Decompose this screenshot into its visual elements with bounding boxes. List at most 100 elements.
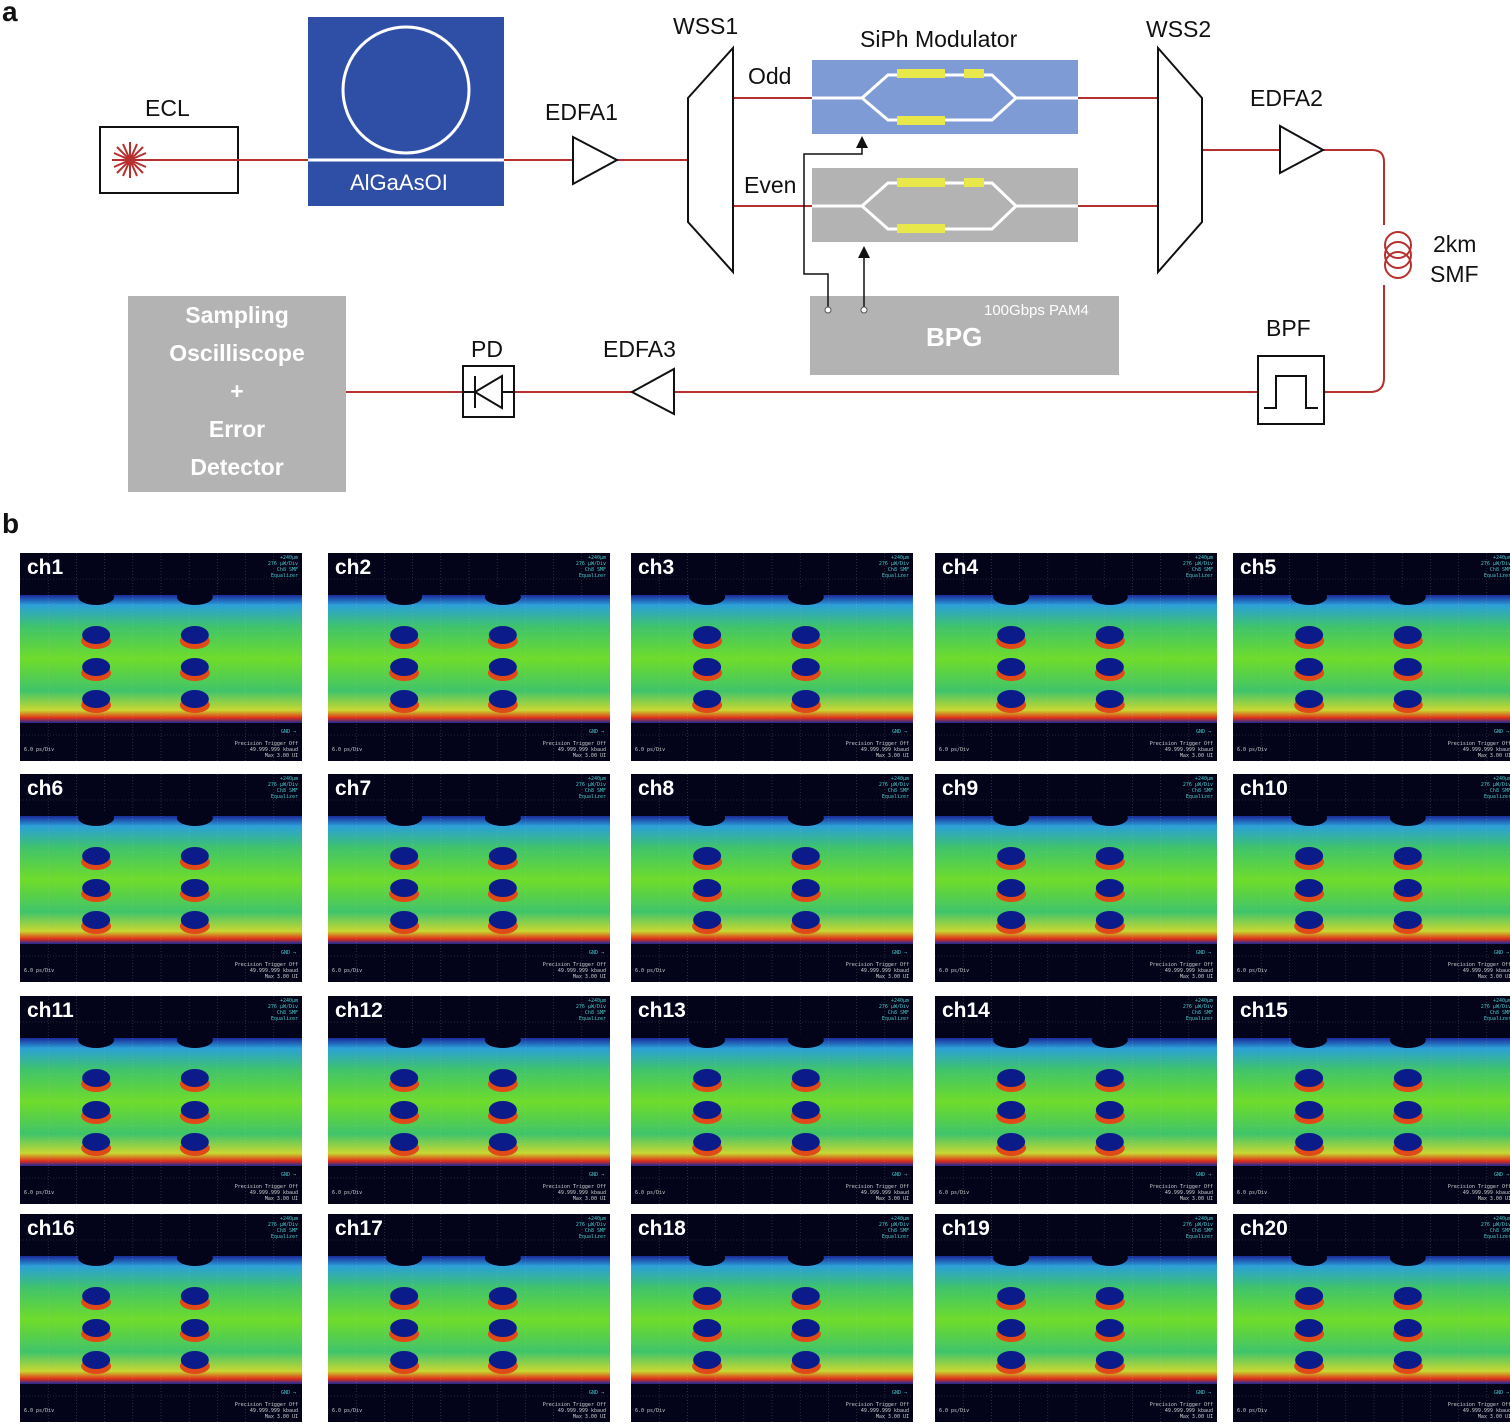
channel-label: ch1 xyxy=(27,556,64,579)
ecl-label: ECL xyxy=(145,95,190,121)
channel-label: ch20 xyxy=(1240,1217,1288,1240)
scope-hud-bottom-left: 6.0 ps/Div xyxy=(939,968,970,974)
scope-gnd-marker: GND → xyxy=(280,1172,296,1178)
scope-hud-top-right: +240µm 276 µW/Div Ch8 SMF Equalizer xyxy=(1480,555,1510,579)
scope-hud-bottom-right: Precision Trigger Off 49.999.999 kbaud M… xyxy=(234,741,298,759)
scope-hud-bottom-right: Precision Trigger Off 49.999.999 kbaud M… xyxy=(542,741,606,759)
scope-line-4: Error xyxy=(208,416,266,442)
rf-drive-lines xyxy=(803,136,870,308)
scope-gnd-marker: GND → xyxy=(891,1390,907,1396)
edfa1-amplifier-icon xyxy=(572,135,620,186)
scope-hud-bottom-right: Precision Trigger Off 49.999.999 kbaud M… xyxy=(1447,741,1510,759)
edfa2-amplifier-icon xyxy=(1279,124,1326,175)
scope-hud-top-right: +240µm 276 µW/Div Ch8 SMF Equalizer xyxy=(575,1216,606,1240)
oscilloscope-box xyxy=(128,296,346,492)
scope-hud-bottom-left: 6.0 ps/Div xyxy=(1237,968,1268,974)
scope-hud-bottom-right: Precision Trigger Off 49.999.999 kbaud M… xyxy=(234,1184,298,1202)
scope-hud-bottom-right: Precision Trigger Off 49.999.999 kbaud M… xyxy=(1149,1184,1213,1202)
scope-hud-top-right: +240µm 276 µW/Div Ch8 SMF Equalizer xyxy=(267,776,298,800)
scope-hud-top-right: +240µm 276 µW/Div Ch8 SMF Equalizer xyxy=(1480,998,1510,1022)
scope-hud-top-right: +240µm 276 µW/Div Ch8 SMF Equalizer xyxy=(267,998,298,1022)
scope-hud-bottom-right: Precision Trigger Off 49.999.999 kbaud M… xyxy=(542,962,606,980)
edfa3-label: EDFA3 xyxy=(603,336,676,362)
photodiode-icon xyxy=(462,365,515,418)
scope-hud-bottom-left: 6.0 ps/Div xyxy=(635,1190,666,1196)
fiber-lines xyxy=(130,97,1385,393)
scope-hud-top-right: +240µm 276 µW/Div Ch8 SMF Equalizer xyxy=(878,998,909,1022)
even-label: Even xyxy=(744,172,797,198)
channel-label: ch7 xyxy=(335,777,372,800)
microring-icon xyxy=(341,25,471,155)
scope-gnd-marker: GND → xyxy=(1493,1390,1509,1396)
bpg-port-1 xyxy=(824,306,832,314)
scope-hud-bottom-right: Precision Trigger Off 49.999.999 kbaud M… xyxy=(1447,962,1510,980)
scope-hud-bottom-right: Precision Trigger Off 49.999.999 kbaud M… xyxy=(1149,1402,1213,1420)
scope-gnd-marker: GND → xyxy=(1195,950,1211,956)
scope-hud-bottom-left: 6.0 ps/Div xyxy=(332,1408,363,1414)
scope-hud-bottom-right: Precision Trigger Off 49.999.999 kbaud M… xyxy=(234,1402,298,1420)
edfa3-amplifier-icon xyxy=(629,367,675,416)
scope-gnd-marker: GND → xyxy=(1493,950,1509,956)
channel-label: ch5 xyxy=(1240,556,1277,579)
wss2-label: WSS2 xyxy=(1146,16,1212,42)
scope-hud-bottom-left: 6.0 ps/Div xyxy=(24,747,55,753)
scope-hud-bottom-left: 6.0 ps/Div xyxy=(635,1408,666,1414)
panel-a-letter: a xyxy=(2,0,18,27)
scope-gnd-marker: GND → xyxy=(1195,1172,1211,1178)
channel-label: ch2 xyxy=(335,556,372,579)
scope-hud-top-right: +240µm 276 µW/Div Ch8 SMF Equalizer xyxy=(267,555,298,579)
scope-hud-top-right: +240µm 276 µW/Div Ch8 SMF Equalizer xyxy=(1182,998,1213,1022)
scope-hud-bottom-right: Precision Trigger Off 49.999.999 kbaud M… xyxy=(1149,962,1213,980)
scope-hud-bottom-left: 6.0 ps/Div xyxy=(939,747,970,753)
odd-modulator xyxy=(812,60,1078,134)
channel-label: ch6 xyxy=(27,777,64,800)
even-modulator xyxy=(812,168,1078,242)
scope-hud-bottom-left: 6.0 ps/Div xyxy=(635,968,666,974)
scope-line-1: Sampling xyxy=(185,302,289,328)
edfa2-label: EDFA2 xyxy=(1250,85,1323,111)
channel-label: ch12 xyxy=(335,999,383,1022)
scope-hud-bottom-right: Precision Trigger Off 49.999.999 kbaud M… xyxy=(234,962,298,980)
scope-hud-top-right: +240µm 276 µW/Div Ch8 SMF Equalizer xyxy=(575,776,606,800)
scope-hud-bottom-left: 6.0 ps/Div xyxy=(332,968,363,974)
channel-label: ch19 xyxy=(942,1217,990,1240)
panel-b-letter: b xyxy=(2,508,20,539)
scope-gnd-marker: GND → xyxy=(891,950,907,956)
scope-hud-top-right: +240µm 276 µW/Div Ch8 SMF Equalizer xyxy=(1480,1216,1510,1240)
wss1-label: WSS1 xyxy=(673,13,739,39)
scope-line-5: Detector xyxy=(190,454,284,480)
bpf-label: BPF xyxy=(1266,315,1311,341)
scope-gnd-marker: GND → xyxy=(588,950,604,956)
fiber-type-label: SMF xyxy=(1430,261,1479,287)
scope-gnd-marker: GND → xyxy=(891,1172,907,1178)
pd-label: PD xyxy=(471,336,503,362)
scope-hud-top-right: +240µm 276 µW/Div Ch8 SMF Equalizer xyxy=(267,1216,298,1240)
bpg-label: BPG xyxy=(926,322,983,352)
scope-hud-top-right: +240µm 276 µW/Div Ch8 SMF Equalizer xyxy=(878,776,909,800)
channel-label: ch18 xyxy=(638,1217,686,1240)
channel-label: ch16 xyxy=(27,1217,75,1240)
channel-label: ch10 xyxy=(1240,777,1288,800)
channel-label: ch8 xyxy=(638,777,675,800)
scope-hud-bottom-left: 6.0 ps/Div xyxy=(24,1190,55,1196)
scope-hud-top-right: +240µm 276 µW/Div Ch8 SMF Equalizer xyxy=(575,998,606,1022)
scope-gnd-marker: GND → xyxy=(588,1172,604,1178)
scope-hud-bottom-left: 6.0 ps/Div xyxy=(1237,747,1268,753)
algaasoi-label: AlGaAsOI xyxy=(350,170,448,195)
scope-hud-bottom-left: 6.0 ps/Div xyxy=(1237,1408,1268,1414)
bpg-port-2 xyxy=(860,306,868,314)
scope-hud-bottom-right: Precision Trigger Off 49.999.999 kbaud M… xyxy=(542,1184,606,1202)
wss2-icon xyxy=(1157,45,1203,275)
scope-hud-bottom-left: 6.0 ps/Div xyxy=(635,747,666,753)
